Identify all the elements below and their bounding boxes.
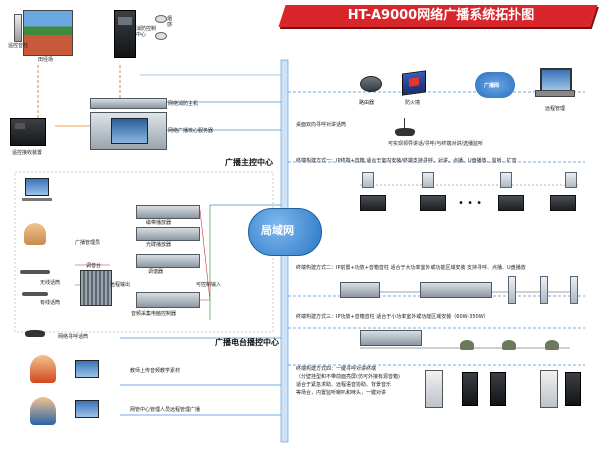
mode2-column [508, 276, 516, 304]
keyboard-icon [22, 198, 52, 201]
audio-ctrl-label: 音频采集电脑控制器 [131, 311, 177, 317]
mode2-label: 终端构建方式二：IP前置+功放+音箱音柱 适合于大功率室外或功能区域安装 支持寻… [296, 265, 526, 271]
firewall-icon [402, 70, 426, 96]
mode4-title: 终端构建方式四：一键寻呼对讲终端 [296, 366, 377, 372]
remote-out-label: 远程输出 [110, 282, 131, 288]
teacher-person-icon [30, 355, 56, 383]
fire-center-label: 消防控制中心 [136, 26, 157, 38]
speaker-column-icon [14, 14, 22, 42]
smoke-icon [155, 15, 167, 23]
network-label: 广播网 [484, 83, 500, 89]
remote-amp-label: 遥控音柱 [8, 43, 29, 49]
mode1-terminal [550, 195, 576, 211]
desktop-mic-icon [395, 128, 415, 136]
manager-person-icon [24, 223, 46, 245]
laptop-icon [540, 68, 572, 92]
mode2-front [340, 282, 380, 298]
cd-player [136, 227, 200, 241]
mode1-terminal [420, 195, 446, 211]
mode1-speaker [422, 172, 434, 188]
mode1-terminal [360, 195, 386, 211]
tape-label: 磁带播放器 [146, 220, 172, 226]
receiver-label: 遥控接收装置 [12, 150, 43, 156]
mixer-label: 调音台 [86, 263, 102, 269]
tape-player [136, 205, 200, 219]
wireless-mic-icon [20, 270, 50, 274]
lan-label: 局域网 [261, 224, 294, 237]
paging-label: 网络寻呼话筒 [58, 334, 89, 340]
lan-cloud [248, 208, 322, 256]
audio-controller [136, 292, 200, 308]
tuner-device [136, 254, 200, 268]
receiver-device [10, 118, 46, 146]
studio-control-label: 广播电台播控中心 [215, 338, 279, 347]
desktop-mic-stem [404, 118, 405, 129]
mode2-column [540, 276, 548, 304]
remote-mgmt-label: 远程管理 [545, 106, 566, 112]
mode4-panel [540, 370, 558, 408]
admin-monitor-icon [75, 400, 99, 418]
desktop-mic-label: 桌面双向寻呼对讲话筒 [296, 122, 347, 128]
tuner-label: 调谐器 [148, 269, 164, 275]
mode4-line1: （分壁挂型和不带前面亮屏(仿可外接有源音箱) [296, 374, 400, 380]
page-title: HT-A9000网络广播系统拓扑图 [347, 8, 535, 23]
mode3-lawn-speaker [502, 340, 516, 350]
mode4-panel [425, 370, 443, 408]
teacher-monitor-icon [75, 360, 99, 378]
mode4-line3: 等场合，内置监听喇叭和咪头，一键对讲 [296, 390, 387, 396]
mode4-panel [565, 372, 581, 406]
mode1-speaker [500, 172, 512, 188]
mode1-label: 终端构建方式一：IP终端+音箱 适合于室内安装/终端支持寻呼、对讲、点播、U盘播… [296, 158, 517, 164]
mode1-terminal [498, 195, 524, 211]
monitor-icon [25, 178, 49, 196]
fire-cabinet [114, 10, 136, 58]
mode3-lawn-speaker [545, 340, 559, 350]
mode4-panel [490, 372, 506, 406]
firewall-label: 防火墙 [405, 100, 421, 106]
mixer-device [80, 270, 112, 306]
smoke-icon [155, 32, 167, 40]
cd-label: 光碟播放器 [146, 242, 172, 248]
router-label: 路由器 [359, 100, 375, 106]
smoke-label: 烟感 [167, 16, 173, 28]
wireless-mic-label: 无线话筒 [40, 280, 61, 286]
mode4-panel [462, 372, 478, 406]
laptop-base [535, 90, 575, 97]
teacher-label: 教师上传音频教学素材 [130, 368, 181, 374]
mode1-speaker [362, 172, 374, 188]
ellipsis-icon: • • • [458, 198, 483, 209]
admin-label: 网管中心管理人员远程管理广播 [130, 407, 201, 413]
wired-mic-label: 有线话筒 [40, 300, 61, 306]
mode3-label: 终端构建方式三：IP功放+音箱音柱 适合于小功率室外或功能区域安装（60W-35… [296, 314, 489, 320]
mode4-line2: 适合于紧急求助、远程语音协助、背景音乐 [296, 382, 392, 388]
core-server-label: 网络广播核心服务器 [168, 128, 214, 134]
wired-mic-icon [22, 292, 48, 296]
field-photo [23, 10, 73, 56]
fire-host-label: 网络消防主机 [168, 101, 199, 107]
router-icon [360, 76, 382, 92]
paging-mic-icon [25, 330, 45, 337]
mode2-amp [420, 282, 492, 298]
cloud-network-icon [475, 72, 515, 98]
admin-person-icon [30, 397, 56, 425]
main-control-label: 广播主控中心 [225, 158, 273, 167]
fire-host-device [90, 98, 167, 109]
mode3-amp [360, 330, 422, 346]
manager-label: 广播管理员 [75, 240, 101, 246]
cue-in-label: 可控制输入 [196, 282, 222, 288]
mode1-speaker [565, 172, 577, 188]
core-server [90, 112, 167, 150]
field-label: 田径场 [38, 57, 54, 63]
mode3-lawn-speaker [460, 340, 474, 350]
mic-note-label: 可实现领导讲话/寻呼/与终端对讲/选播监听 [388, 141, 484, 147]
mode2-column [570, 276, 578, 304]
